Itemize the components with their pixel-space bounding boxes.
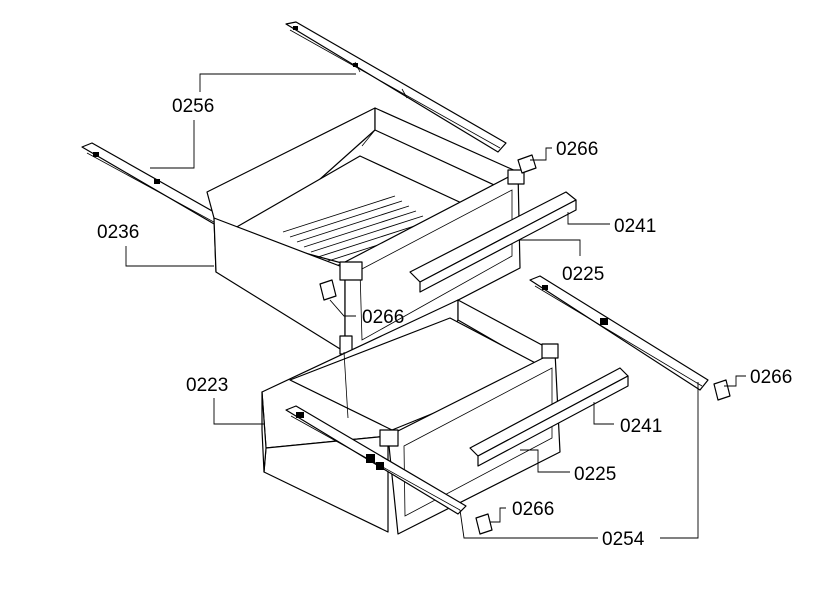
lower-handle (469, 367, 629, 467)
label-0254-rail: 0254 (602, 529, 645, 550)
right-stop-block (713, 379, 731, 401)
upper-handle (409, 191, 577, 293)
leader-lines (125, 73, 746, 539)
label-0256-rail: 0256 (172, 96, 214, 117)
label-0266-stop-bottom: 0266 (512, 499, 554, 520)
upper-stop-block (517, 154, 537, 174)
label-0266-stop-mid: 0266 (362, 307, 404, 328)
label-0241-handle-top: 0241 (614, 216, 656, 237)
right-side-rail (529, 275, 709, 391)
label-0266-stop-right: 0266 (750, 367, 792, 388)
label-0241-handle-bottom: 0241 (620, 416, 662, 437)
top-back-rail (285, 21, 507, 153)
label-0223-drawer: 0223 (186, 375, 228, 396)
label-0225-trim-top: 0225 (562, 264, 604, 285)
bottom-stop-block (475, 513, 493, 535)
label-0266-stop-top: 0266 (556, 139, 598, 160)
mid-stop-block (319, 279, 337, 301)
lower-front-rail (285, 405, 467, 515)
label-0236-drawer: 0236 (97, 222, 139, 243)
label-0225-trim-bottom: 0225 (574, 464, 616, 485)
